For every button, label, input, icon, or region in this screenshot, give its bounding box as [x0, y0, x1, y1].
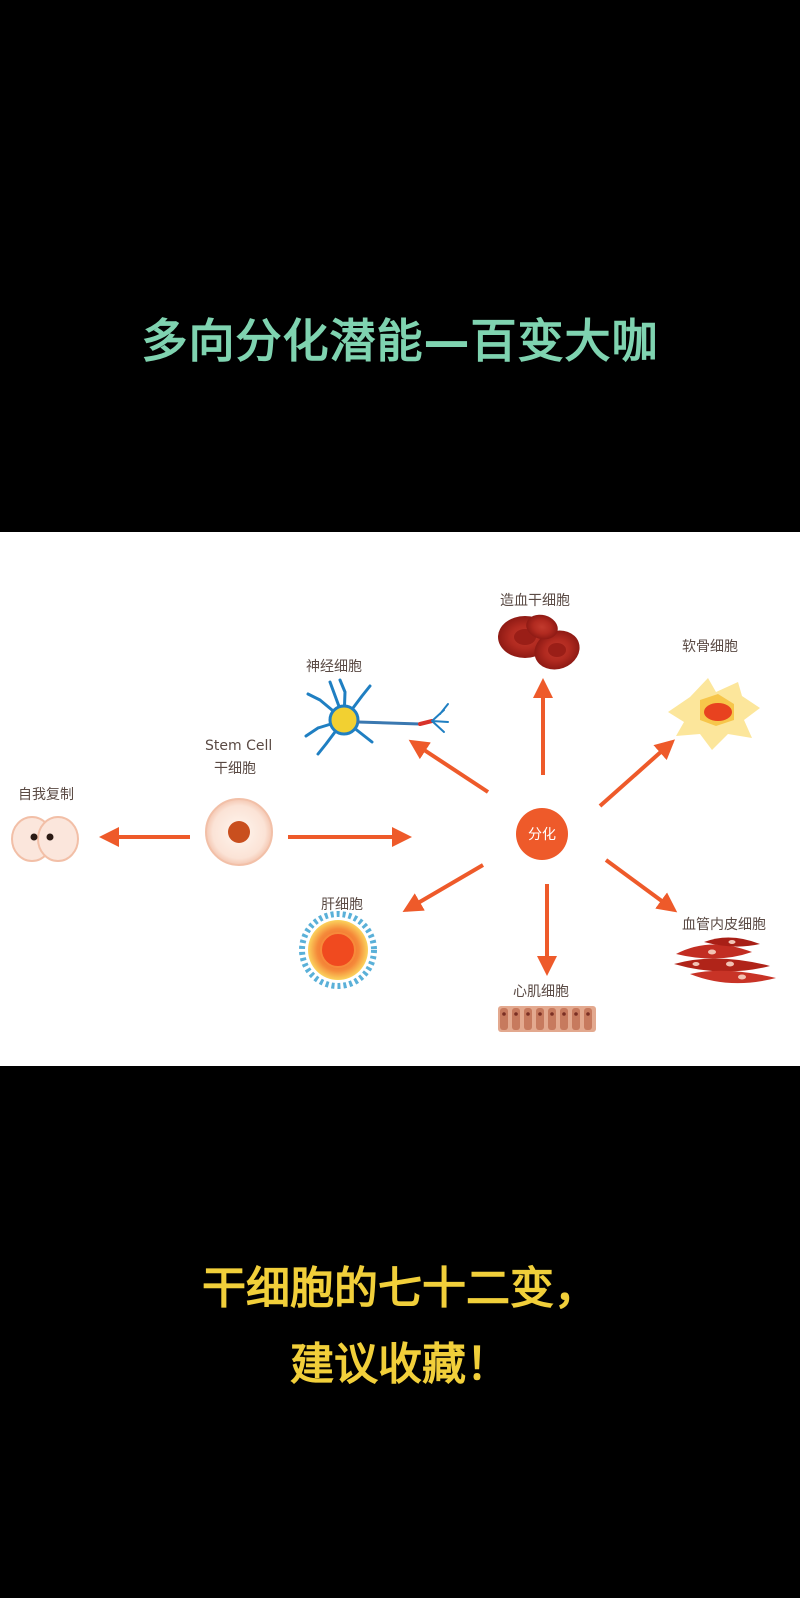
label-self-renewal: 自我复制 [18, 787, 74, 803]
label-chondrocyte: 软骨细胞 [682, 639, 738, 655]
label-hematopoietic: 造血干细胞 [500, 593, 570, 609]
caption-line-1: 干细胞的七十二变， [202, 1263, 598, 1314]
label-endothelial: 血管内皮细胞 [682, 917, 766, 933]
label-stem-cell-en: Stem Cell [205, 738, 273, 754]
red-blood-cells-icon [498, 614, 580, 670]
arrow-to-endothelial [604, 858, 678, 913]
arrow-to-chondrocyte [598, 739, 675, 808]
dividing-cell-icon [11, 816, 79, 862]
label-cardiac: 心肌细胞 [513, 984, 569, 1000]
center-label: 分化 [528, 827, 556, 843]
label-liver: 肝细胞 [321, 897, 363, 913]
caption-line-2: 建议收藏！ [290, 1339, 510, 1390]
liver-cell-icon [299, 911, 377, 989]
center-node [516, 808, 568, 860]
stem-cell-icon [205, 798, 273, 866]
chondrocyte-icon [668, 678, 760, 750]
neuron-icon [304, 678, 449, 756]
differentiation-diagram: 造血干细胞 软骨细胞 神经细胞 Stem Cell 干细胞 自我复制 分化 肝细… [0, 532, 800, 1066]
endothelial-cells-icon [674, 937, 776, 984]
diagram-graphics [11, 614, 776, 1032]
label-neuron: 神经细胞 [306, 659, 362, 675]
cardiac-muscle-icon [498, 1006, 596, 1032]
arrow-to-liver [402, 863, 485, 913]
label-stem-cell-cn: 干细胞 [214, 761, 256, 777]
arrows [99, 678, 678, 976]
arrow-to-neuron [408, 739, 490, 794]
page-title: 多向分化潜能—百变大咖 [141, 314, 659, 368]
